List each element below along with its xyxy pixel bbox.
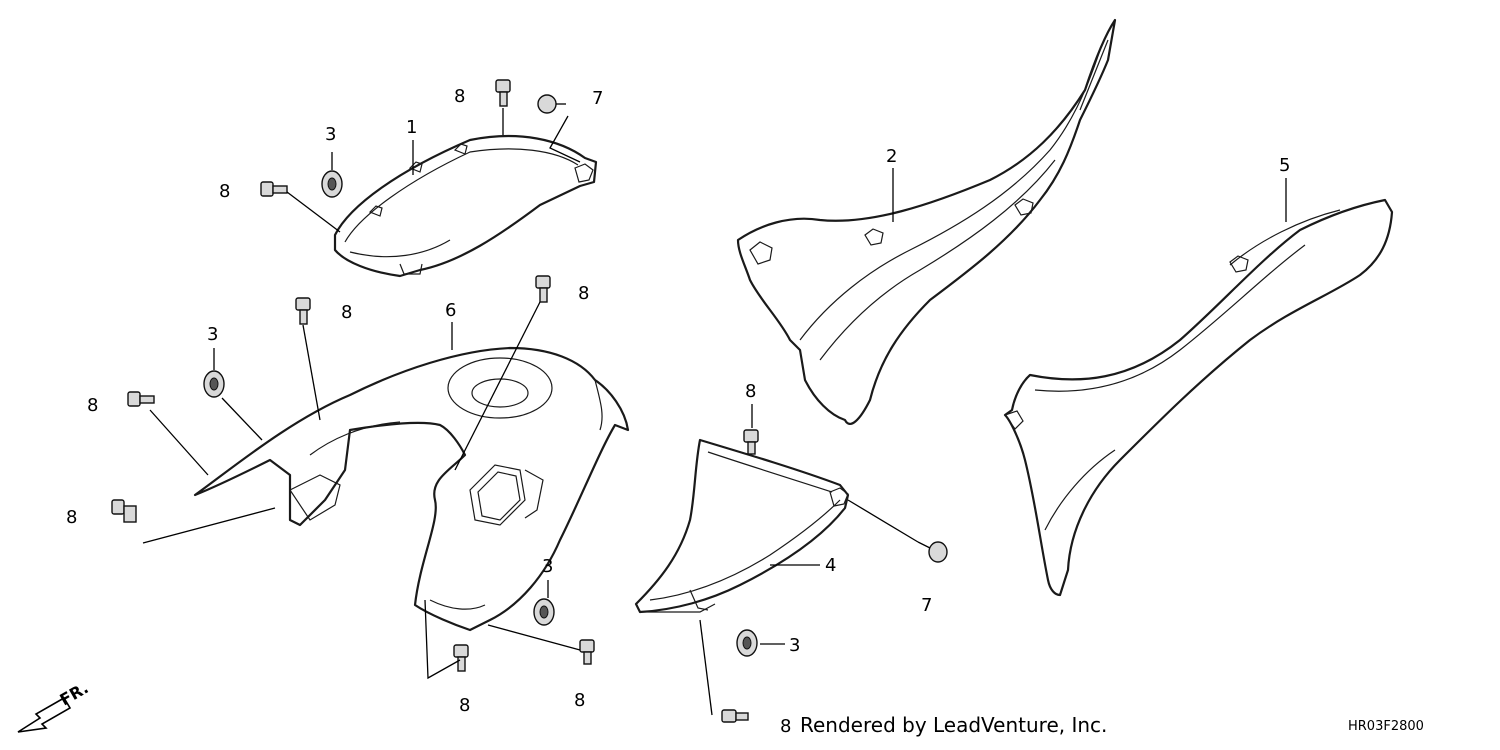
callout-2: 2 [886, 146, 897, 167]
watermark-text: Rendered by LeadVenture, Inc. [800, 713, 1107, 737]
part-2-side-cover[interactable] [736, 18, 1117, 425]
clip-8-b [260, 181, 288, 197]
callout-6: 6 [445, 300, 456, 321]
clip-8-g [743, 429, 759, 455]
screw-7-b [917, 541, 948, 563]
part-4-side-panel[interactable] [634, 438, 850, 614]
grommet-3-c [533, 598, 555, 626]
leader-lines [142, 108, 1287, 716]
part-5-side-panel[interactable] [1003, 198, 1394, 597]
clip-8-a [495, 79, 511, 107]
grommet-3-d [736, 629, 758, 657]
callout-8: 8 [454, 86, 465, 107]
front-direction-arrow-icon [17, 696, 72, 733]
clip-8-d [535, 275, 551, 303]
clip-8-h [453, 644, 469, 672]
callout-3: 3 [207, 324, 218, 345]
callout-8: 8 [745, 381, 756, 402]
clip-8-c [295, 297, 311, 325]
callout-8: 8 [66, 507, 77, 528]
diagram-code: HR03F2800 [1348, 719, 1424, 734]
callout-8: 8 [459, 695, 470, 716]
callout-3: 3 [542, 556, 553, 577]
callout-8: 8 [780, 716, 791, 737]
clip-8-e [127, 391, 155, 407]
callout-5: 5 [1279, 155, 1290, 176]
callout-1: 1 [406, 117, 417, 138]
part-6-tank-cover[interactable] [193, 346, 630, 632]
callout-4: 4 [825, 555, 836, 576]
callout-labels: 1 2 3 3 3 3 4 5 6 7 7 8 8 8 8 8 8 8 8 8 … [66, 86, 1290, 737]
clip-8-i [579, 639, 595, 665]
clip-8-f [111, 499, 137, 523]
callout-8: 8 [219, 181, 230, 202]
callout-3: 3 [789, 635, 800, 656]
part-1-top-cover[interactable] [333, 134, 598, 278]
callout-7: 7 [921, 595, 932, 616]
grommet-3-b [203, 370, 225, 398]
callout-8: 8 [578, 283, 589, 304]
clip-8-j [721, 709, 749, 723]
grommet-3-a [321, 170, 343, 198]
callout-7: 7 [592, 88, 603, 109]
callout-8: 8 [341, 302, 352, 323]
callout-8: 8 [574, 690, 585, 711]
screw-7-a [537, 94, 566, 114]
callout-3: 3 [325, 124, 336, 145]
callout-8: 8 [87, 395, 98, 416]
